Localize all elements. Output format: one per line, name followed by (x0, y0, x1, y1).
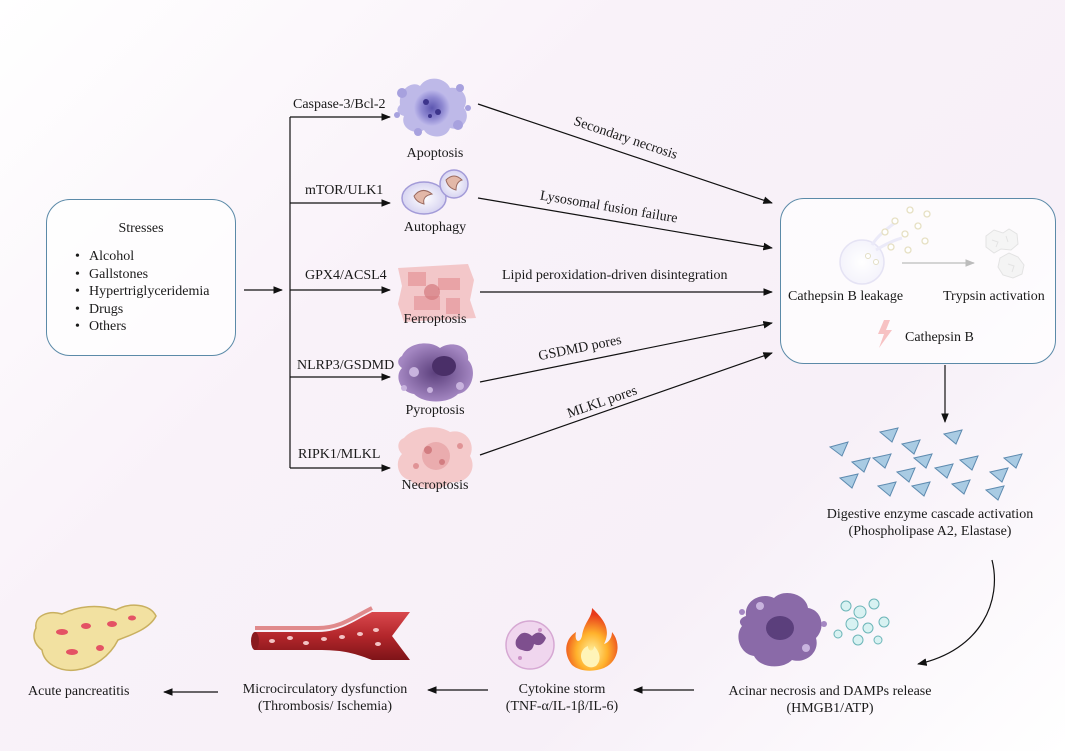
regulator-label-ferroptosis: GPX4/ACSL4 (305, 268, 387, 283)
stress-item-alcohol: Alcohol (75, 248, 210, 266)
cathepsin-leakage-label: Cathepsin B leakage (788, 289, 904, 304)
microcirculatory-line2: (Thrombosis/ Ischemia) (257, 699, 393, 714)
acute-pancreatitis-label: Acute pancreatitis (28, 684, 130, 699)
acinar-necrosis-icon (738, 593, 827, 667)
microcirculatory-label: Microcirculatory dysfunction (Thrombosis… (215, 681, 435, 715)
neutrophil-icon (505, 620, 555, 670)
death-label-ferroptosis: Ferroptosis (403, 312, 467, 327)
enzyme-cascade-line2: (Phospholipase A2, Elastase) (848, 524, 1012, 539)
necroptosis-cell-icon (397, 427, 473, 489)
stress-item-drugs: Drugs (75, 301, 210, 319)
cytokine-storm-label: Cytokine storm (TNF-α/IL-1β/IL-6) (482, 681, 642, 715)
acinar-necrosis-line1: Acinar necrosis and DAMPs release (728, 684, 932, 699)
route-label-lipid-peroxidation: Lipid peroxidation-driven disintegration (502, 268, 728, 283)
ferroptosis-cell-icon (398, 264, 476, 322)
apoptosis-cell-icon (394, 78, 471, 137)
autophagy-cell-icon (401, 169, 469, 215)
regulator-label-necroptosis: RIPK1/MLKL (298, 447, 381, 462)
cytokine-storm-line1: Cytokine storm (518, 682, 606, 697)
damps-bubbles-icon (833, 598, 890, 646)
death-label-apoptosis: Apoptosis (406, 146, 464, 161)
death-label-necroptosis: Necroptosis (401, 478, 469, 493)
stress-item-gallstones: Gallstones (75, 266, 210, 284)
cytokine-storm-line2: (TNF-α/IL-1β/IL-6) (505, 699, 619, 714)
pathway-arrows (477, 103, 773, 456)
stresses-list: Alcohol Gallstones Hypertriglyceridemia … (75, 248, 210, 336)
stresses-title: Stresses (118, 221, 164, 236)
stresses-box: Stresses Alcohol Gallstones Hypertriglyc… (46, 199, 236, 356)
cathepsin-box: Cathepsin B leakage Trypsin activation C… (780, 198, 1056, 364)
enzyme-cascade-line1: Digestive enzyme cascade activation (826, 507, 1034, 522)
trypsin-activation-label: Trypsin activation (943, 289, 1045, 304)
fire-icon (566, 608, 618, 671)
regulator-label-apoptosis: Caspase-3/Bcl-2 (293, 97, 386, 112)
acinar-necrosis-label: Acinar necrosis and DAMPs release (HMGB1… (700, 683, 960, 717)
blood-vessel-icon (251, 606, 410, 660)
pancreas-icon (33, 604, 157, 672)
microcirculatory-line1: Microcirculatory dysfunction (242, 682, 408, 697)
death-label-pyroptosis: Pyroptosis (405, 403, 465, 418)
enzyme-cascade-label: Digestive enzyme cascade activation (Pho… (800, 506, 1060, 540)
regulator-label-autophagy: mTOR/ULK1 (305, 183, 384, 198)
stress-item-others: Others (75, 318, 210, 336)
stress-item-hypertriglyceridemia: Hypertriglyceridemia (75, 283, 210, 301)
enzyme-to-acinar-arrow (917, 559, 996, 666)
regulator-label-pyroptosis: NLRP3/GSDMD (297, 358, 395, 373)
death-label-autophagy: Autophagy (403, 220, 467, 235)
branch-tree (289, 113, 391, 472)
enzyme-triangles-icon (828, 427, 1023, 501)
acinar-necrosis-line2: (HMGB1/ATP) (786, 701, 874, 716)
cathepsin-legend-label: Cathepsin B (905, 330, 974, 345)
bottom-arrows (163, 686, 694, 696)
pyroptosis-cell-icon (398, 343, 473, 402)
